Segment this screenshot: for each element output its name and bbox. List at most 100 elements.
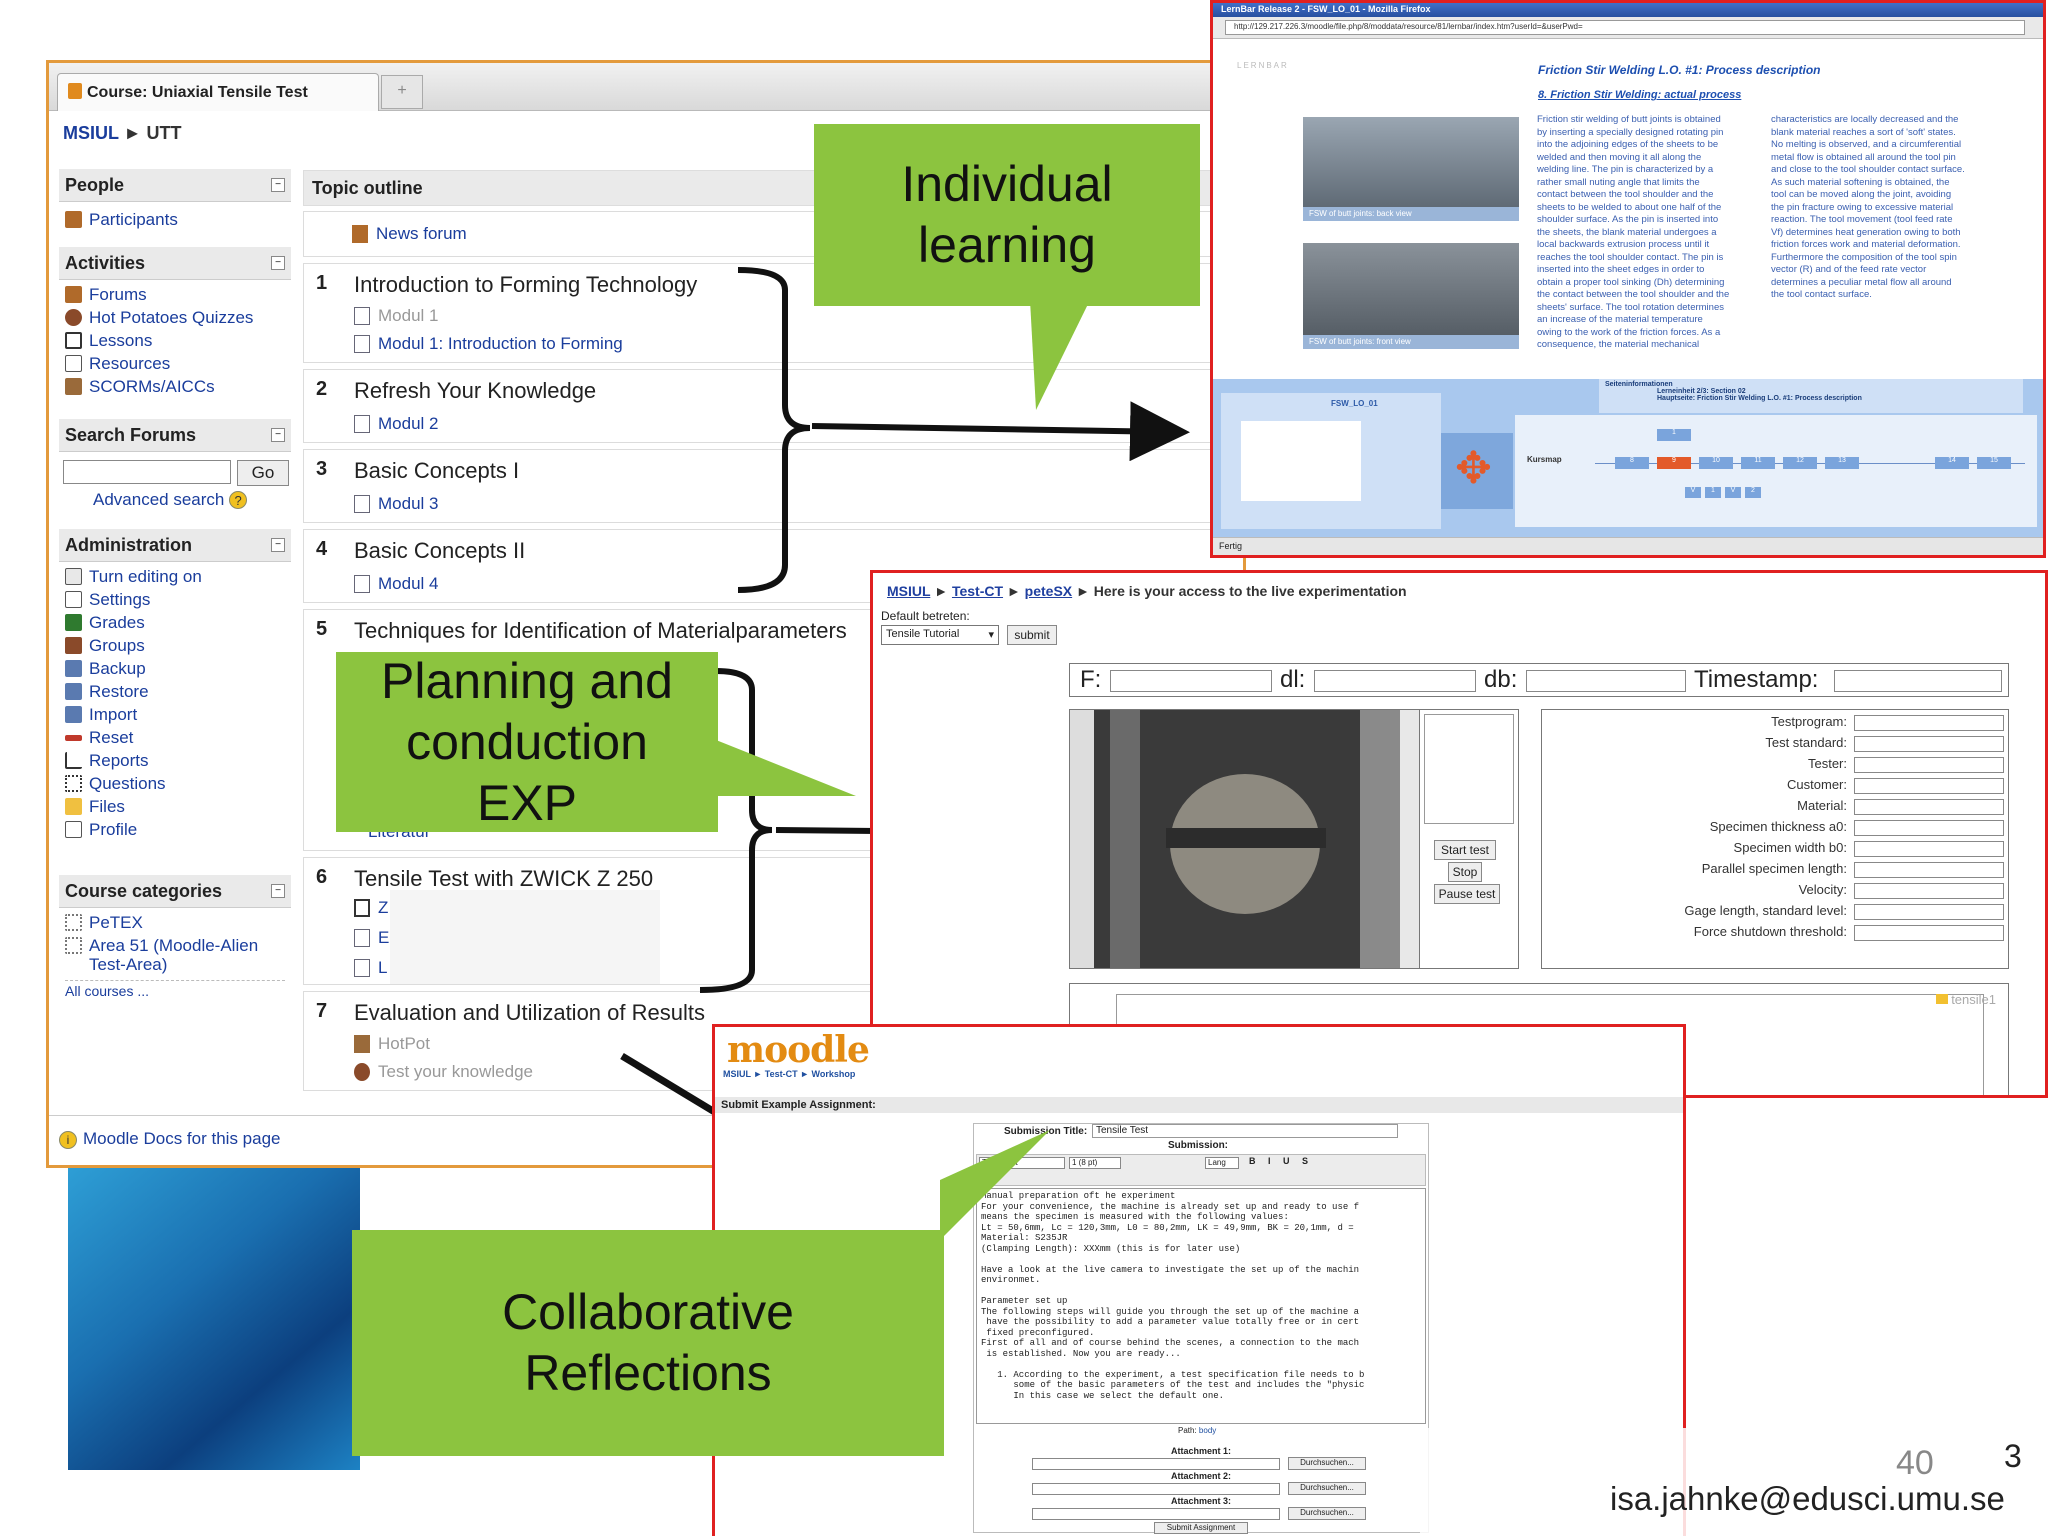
attachment-input[interactable] xyxy=(1032,1483,1280,1495)
map-node[interactable]: 13 xyxy=(1825,457,1859,469)
news-forum-link[interactable]: News forum xyxy=(352,224,467,244)
course-tab[interactable]: Course: Uniaxial Tensile Test xyxy=(57,73,379,111)
map-subnode[interactable]: 2 xyxy=(1745,487,1761,498)
sidebar-item-participants[interactable]: Participants xyxy=(59,208,291,231)
sidebar-item-hotpot[interactable]: Hot Potatoes Quizzes xyxy=(59,306,291,329)
resource-link[interactable]: Modul 2 xyxy=(354,414,438,434)
sidebar-item-backup[interactable]: Backup xyxy=(59,657,291,680)
go-button[interactable]: Go xyxy=(237,460,289,486)
param-input[interactable] xyxy=(1854,820,2004,836)
browse-button[interactable]: Durchsuchen... xyxy=(1288,1457,1366,1470)
title-input[interactable]: Tensile Test xyxy=(1092,1124,1398,1138)
map-node[interactable]: 15 xyxy=(1977,457,2011,469)
sidebar-item-settings[interactable]: Settings xyxy=(59,588,291,611)
stop-button[interactable]: Stop xyxy=(1448,862,1482,882)
param-input[interactable] xyxy=(1854,883,2004,899)
resource-link[interactable]: L xyxy=(354,958,387,978)
resource-link[interactable]: Modul 1 xyxy=(354,306,438,326)
map-node[interactable]: 10 xyxy=(1699,457,1733,469)
param-input[interactable] xyxy=(1854,862,2004,878)
sidebar-item-import[interactable]: Import xyxy=(59,703,291,726)
collapse-icon[interactable]: − xyxy=(271,178,285,192)
resource-link[interactable]: E xyxy=(354,928,389,948)
sidebar-item-profile[interactable]: Profile xyxy=(59,818,291,841)
param-input[interactable] xyxy=(1854,904,2004,920)
moodle-logo: moodle xyxy=(727,1029,870,1071)
sidebar-item-questions[interactable]: Questions xyxy=(59,772,291,795)
help-icon[interactable]: ? xyxy=(229,491,248,509)
new-tab-button[interactable]: + xyxy=(381,75,423,109)
sidebar-item-forums[interactable]: Forums xyxy=(59,283,291,306)
pause-test-button[interactable]: Pause test xyxy=(1434,884,1500,904)
map-node-current[interactable]: 9 xyxy=(1657,457,1691,469)
param-input[interactable] xyxy=(1854,736,2004,752)
param-input[interactable] xyxy=(1854,778,2004,794)
start-test-button[interactable]: Start test xyxy=(1434,840,1496,860)
workshop-breadcrumb[interactable]: MSIUL ► Test-CT ► Workshop xyxy=(723,1069,856,1079)
map-node[interactable]: 1 xyxy=(1657,429,1691,441)
sidebar-item-turn-editing[interactable]: Turn editing on xyxy=(59,565,291,588)
param-input[interactable] xyxy=(1854,757,2004,773)
attachment-input[interactable] xyxy=(1032,1458,1280,1470)
sidebar-item-reports[interactable]: Reports xyxy=(59,749,291,772)
size-select[interactable]: 1 (8 pt) xyxy=(1069,1157,1121,1169)
collapse-icon[interactable]: − xyxy=(271,884,285,898)
grades-icon xyxy=(65,614,82,631)
browse-button[interactable]: Durchsuchen... xyxy=(1288,1507,1366,1520)
sidebar-item-scorm[interactable]: SCORMs/AICCs xyxy=(59,375,291,398)
sidebar-item-reset[interactable]: Reset xyxy=(59,726,291,749)
param-label: Tester: xyxy=(1807,756,1847,771)
search-input[interactable] xyxy=(63,460,231,484)
resource-link[interactable]: HotPot xyxy=(354,1034,430,1054)
map-node[interactable]: 11 xyxy=(1741,457,1775,469)
resource-link[interactable]: Test your knowledge xyxy=(354,1062,533,1082)
sidebar-item-groups[interactable]: Groups xyxy=(59,634,291,657)
map-subnode[interactable]: V xyxy=(1725,487,1741,498)
direction-pad[interactable]: ✥ xyxy=(1441,433,1513,509)
callout-planning-exp: Planning and conduction EXP xyxy=(336,652,718,832)
param-input[interactable] xyxy=(1854,925,2004,941)
tutorial-select[interactable]: Tensile Tutorial ▾ xyxy=(881,625,999,645)
map-node[interactable]: 12 xyxy=(1783,457,1817,469)
collapse-icon[interactable]: − xyxy=(271,538,285,552)
sidebar-item-resources[interactable]: Resources xyxy=(59,352,291,375)
breadcrumb-link[interactable]: Test-CT xyxy=(951,583,1004,599)
resource-link[interactable]: Z xyxy=(354,898,388,918)
sidebar-item-grades[interactable]: Grades xyxy=(59,611,291,634)
resource-link[interactable]: Modul 3 xyxy=(354,494,438,514)
submit-assignment-button[interactable]: Submit Assignment xyxy=(1154,1522,1248,1534)
resource-link[interactable]: Modul 4 xyxy=(354,574,438,594)
lang-select[interactable]: Lang xyxy=(1205,1157,1239,1169)
all-courses-link[interactable]: All courses ... xyxy=(65,980,285,999)
force-label: F: xyxy=(1080,666,1102,693)
collapse-icon[interactable]: − xyxy=(271,256,285,270)
submission-editor[interactable]: Manual preparation oft he experiment For… xyxy=(976,1188,1426,1424)
map-node[interactable]: 8 xyxy=(1615,457,1649,469)
page-subheading[interactable]: 8. Friction Stir Welding: actual process xyxy=(1538,89,1742,101)
map-subnode[interactable]: 1 xyxy=(1705,487,1721,498)
breadcrumb-link[interactable]: MSIUL xyxy=(887,583,931,599)
map-subnode[interactable]: V xyxy=(1685,487,1701,498)
info-icon: i xyxy=(59,1131,77,1149)
sidebar-item-files[interactable]: Files xyxy=(59,795,291,818)
url-input[interactable]: http://129.217.226.3/moodle/file.php/8/m… xyxy=(1225,20,2025,35)
collapse-icon[interactable]: − xyxy=(271,428,285,442)
param-input[interactable] xyxy=(1854,715,2004,731)
format-buttons[interactable]: B I U S xyxy=(1249,1156,1314,1166)
browse-button[interactable]: Durchsuchen... xyxy=(1288,1482,1366,1495)
forum-icon xyxy=(65,286,82,303)
resource-link[interactable]: Modul 1: Introduction to Forming xyxy=(354,334,623,354)
breadcrumb-home[interactable]: MSIUL xyxy=(63,123,119,143)
sidebar-item-lessons[interactable]: Lessons xyxy=(59,329,291,352)
category-petex[interactable]: PeTEX xyxy=(59,911,291,934)
map-node[interactable]: 14 xyxy=(1935,457,1969,469)
submit-button[interactable]: submit xyxy=(1007,625,1057,645)
breadcrumb-link[interactable]: peteSX xyxy=(1024,583,1073,599)
advanced-search-link[interactable]: Advanced search ? xyxy=(93,490,248,510)
param-input[interactable] xyxy=(1854,841,2004,857)
attachment-input[interactable] xyxy=(1032,1508,1280,1520)
param-input[interactable] xyxy=(1854,799,2004,815)
sidebar-item-restore[interactable]: Restore xyxy=(59,680,291,703)
